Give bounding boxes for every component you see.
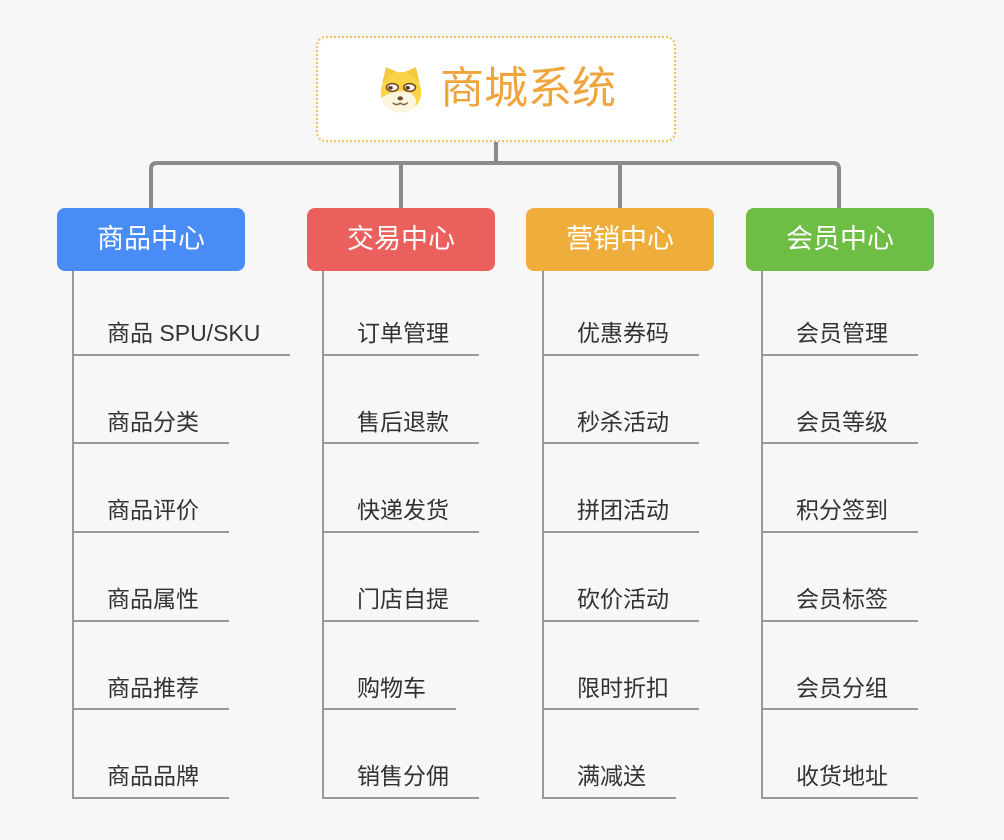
branch-item[interactable]: 拼团活动 xyxy=(544,444,699,533)
branch-item-label: 优惠券码 xyxy=(577,319,669,346)
branch-item-label: 会员分组 xyxy=(796,674,888,701)
branch-item-label: 售后退款 xyxy=(357,408,449,435)
branch-item-list-marketing: 优惠券码 秒杀活动 拼团活动 砍价活动 限时折扣 满减送 xyxy=(542,271,699,799)
branch-item[interactable]: 订单管理 xyxy=(324,271,479,356)
branch-item[interactable]: 积分签到 xyxy=(763,444,918,533)
dog-face-icon xyxy=(376,64,426,114)
branch-item-label: 订单管理 xyxy=(357,319,449,346)
branch-item-label: 会员等级 xyxy=(796,408,888,435)
branch-item[interactable]: 优惠券码 xyxy=(544,271,699,356)
branch-item[interactable]: 商品评价 xyxy=(74,444,229,533)
branch-item-label: 商品分类 xyxy=(107,408,199,435)
branch-node-marketing-center[interactable]: 营销中心 xyxy=(526,208,714,271)
branch-item[interactable]: 商品品牌 xyxy=(74,710,229,799)
branch-item-label: 会员标签 xyxy=(796,585,888,612)
branch-item[interactable]: 收货地址 xyxy=(763,710,918,799)
branch-item-label: 商品评价 xyxy=(107,497,199,524)
branch-item[interactable]: 秒杀活动 xyxy=(544,356,699,445)
bus-line xyxy=(149,161,841,208)
branch-item-label: 快递发货 xyxy=(357,497,449,524)
branch-item[interactable]: 砍价活动 xyxy=(544,533,699,622)
branch-item-list-trade: 订单管理 售后退款 快递发货 门店自提 购物车 销售分佣 xyxy=(322,271,479,799)
branch-item[interactable]: 会员标签 xyxy=(763,533,918,622)
branch-item[interactable]: 售后退款 xyxy=(324,356,479,445)
branch-item[interactable]: 门店自提 xyxy=(324,533,479,622)
branch-item-label: 商品属性 xyxy=(107,585,199,612)
branch-item-label: 购物车 xyxy=(357,674,426,701)
branch-node-product-center[interactable]: 商品中心 xyxy=(57,208,245,271)
branch-item[interactable]: 购物车 xyxy=(324,622,456,711)
branch-item-label: 销售分佣 xyxy=(357,763,449,790)
branch-item-label: 限时折扣 xyxy=(577,674,669,701)
branch-item-label: 门店自提 xyxy=(357,585,449,612)
branch-item[interactable]: 商品推荐 xyxy=(74,622,229,711)
branch-item-label: 拼团活动 xyxy=(577,497,669,524)
branch-item[interactable]: 会员管理 xyxy=(763,271,918,356)
branch-item-list-product: 商品 SPU/SKU 商品分类 商品评价 商品属性 商品推荐 商品品牌 xyxy=(72,271,291,799)
branch-item-label: 商品品牌 xyxy=(107,763,199,790)
root-node[interactable]: 商城系统 xyxy=(316,36,676,142)
branch-item[interactable]: 会员等级 xyxy=(763,356,918,445)
branch-label: 营销中心 xyxy=(566,224,674,254)
branch-item[interactable]: 销售分佣 xyxy=(324,710,479,799)
branch-item-label: 收货地址 xyxy=(796,763,888,790)
branch-item-label: 商品推荐 xyxy=(107,674,199,701)
branch-item-label: 满减送 xyxy=(577,763,646,790)
branch-item-label: 砍价活动 xyxy=(577,585,669,612)
branch-item[interactable]: 会员分组 xyxy=(763,622,918,711)
branch-node-member-center[interactable]: 会员中心 xyxy=(746,208,934,271)
branch-label: 交易中心 xyxy=(347,224,455,254)
branch-item[interactable]: 商品分类 xyxy=(74,356,229,445)
branch-item[interactable]: 限时折扣 xyxy=(544,622,699,711)
branch-item[interactable]: 商品属性 xyxy=(74,533,229,622)
branch-node-trade-center[interactable]: 交易中心 xyxy=(307,208,495,271)
branch-item[interactable]: 商品 SPU/SKU xyxy=(74,271,291,356)
branch-item-label: 会员管理 xyxy=(796,319,888,346)
branch-item[interactable]: 满减送 xyxy=(544,710,676,799)
branch-item-label: 积分签到 xyxy=(796,497,888,524)
branch-item[interactable]: 快递发货 xyxy=(324,444,479,533)
branch-item-label: 商品 SPU/SKU xyxy=(107,319,261,346)
root-title: 商城系统 xyxy=(440,64,616,113)
branch-item-label: 秒杀活动 xyxy=(577,408,669,435)
branch-item-list-member: 会员管理 会员等级 积分签到 会员标签 会员分组 收货地址 xyxy=(761,271,918,799)
branch-label: 会员中心 xyxy=(786,224,894,254)
branch-label: 商品中心 xyxy=(97,224,205,254)
